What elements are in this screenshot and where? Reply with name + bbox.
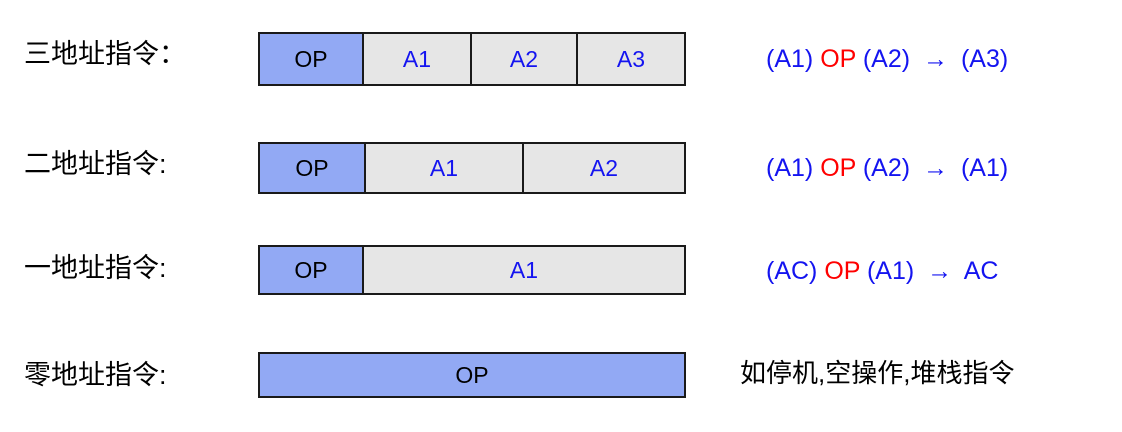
formula-destination: (A1) <box>960 154 1009 182</box>
arrow-right-icon: → <box>923 154 948 182</box>
field-opcode: OP <box>260 34 364 84</box>
field-address-a3: A3 <box>578 34 684 84</box>
formula-operand-1: (A1) <box>766 154 814 182</box>
formula-operator: OP <box>820 154 856 182</box>
formula-operator: OP <box>820 45 856 73</box>
formula-operand-1: (AC) <box>766 257 818 285</box>
instruction-bar-one-address: OP A1 <box>258 245 686 295</box>
row-label-three-address: 三地址指令： <box>24 39 186 69</box>
arrow-right-icon: → <box>923 45 948 73</box>
instruction-bar-zero-address: OP <box>258 352 686 398</box>
formula-destination: (A3) <box>960 45 1009 73</box>
row-label-one-address: 一地址指令: <box>24 253 167 283</box>
formula-destination: AC <box>963 257 999 285</box>
field-address-a1: A1 <box>364 34 472 84</box>
row-label-two-address: 二地址指令: <box>24 149 167 179</box>
field-address-a2: A2 <box>524 144 684 192</box>
instruction-bar-two-address: OP A1 A2 <box>258 142 686 194</box>
field-opcode: OP <box>260 247 364 293</box>
formula-two-address: (A1) OP (A2) → (A1) <box>766 156 1008 181</box>
formula-operand-1: (A1) <box>766 45 814 73</box>
formula-operator: OP <box>824 257 861 285</box>
formula-one-address: (AC) OP (A1) → AC <box>766 259 998 284</box>
formula-three-address: (A1) OP (A2) → (A3) <box>766 47 1008 72</box>
field-opcode: OP <box>260 144 366 192</box>
field-address-a2: A2 <box>472 34 578 84</box>
note-zero-address: 如停机,空操作,堆栈指令 <box>740 358 1015 388</box>
field-address-a1: A1 <box>366 144 524 192</box>
formula-operand-2: (A2) <box>862 154 911 182</box>
instruction-bar-three-address: OP A1 A2 A3 <box>258 32 686 86</box>
field-address-a1: A1 <box>364 247 684 293</box>
row-label-zero-address: 零地址指令: <box>24 360 167 390</box>
formula-operand-2: (A1) <box>866 257 915 285</box>
formula-operand-2: (A2) <box>862 45 911 73</box>
field-opcode: OP <box>260 354 684 396</box>
arrow-right-icon: → <box>927 257 953 285</box>
